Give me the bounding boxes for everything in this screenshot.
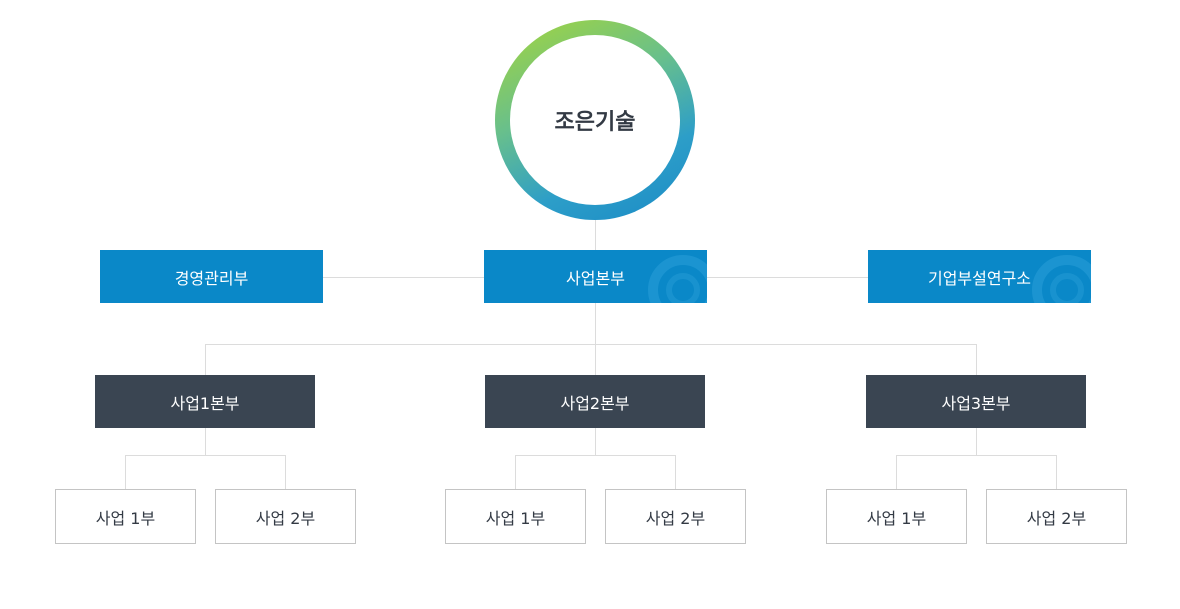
- dept-management-label: 경영관리부: [174, 268, 249, 288]
- dept-management: 경영관리부: [100, 250, 323, 303]
- division-1: 사업1본부: [95, 375, 315, 428]
- connector-hq-to-divisions: [595, 303, 596, 344]
- division-2: 사업2본부: [485, 375, 705, 428]
- division-3-label: 사업3본부: [941, 393, 1011, 413]
- division-2-label: 사업2본부: [560, 393, 630, 413]
- division-1-team-1: 사업 1부: [55, 489, 196, 544]
- division-2-team-1: 사업 1부: [445, 489, 586, 544]
- connector-division-1-left: [125, 455, 126, 489]
- connector-division-1-drop: [205, 344, 206, 375]
- team-label: 사업 2부: [255, 508, 316, 528]
- connector-division-3-branch: [896, 455, 1057, 456]
- connector-division-2-branch: [515, 455, 676, 456]
- logo-watermark-icon: [648, 255, 707, 303]
- logo-watermark-icon: [1032, 255, 1091, 303]
- connector-root-to-hq: [595, 218, 596, 250]
- connector-division-2-left: [515, 455, 516, 489]
- division-3-team-2: 사업 2부: [986, 489, 1127, 544]
- connector-division-3-right: [1056, 455, 1057, 489]
- connector-division-1-down: [205, 428, 206, 455]
- division-3: 사업3본부: [866, 375, 1086, 428]
- team-label: 사업 1부: [95, 508, 156, 528]
- connector-division-2-drop: [595, 344, 596, 375]
- dept-business-hq-label: 사업본부: [566, 268, 625, 288]
- team-label: 사업 1부: [485, 508, 546, 528]
- team-label: 사업 2부: [645, 508, 706, 528]
- connector-division-3-drop: [976, 344, 977, 375]
- dept-research-institute: 기업부설연구소: [868, 250, 1091, 303]
- division-1-team-2: 사업 2부: [215, 489, 356, 544]
- connector-division-2-right: [675, 455, 676, 489]
- team-label: 사업 1부: [866, 508, 927, 528]
- connector-divisions-horizontal: [205, 344, 977, 345]
- division-2-team-2: 사업 2부: [605, 489, 746, 544]
- connector-division-2-down: [595, 428, 596, 455]
- dept-research-institute-label: 기업부설연구소: [927, 268, 1032, 288]
- connector-division-3-left: [896, 455, 897, 489]
- dept-business-hq: 사업본부: [484, 250, 707, 303]
- root-node-inner: 조은기술: [510, 35, 680, 205]
- connector-division-1-right: [285, 455, 286, 489]
- division-3-team-1: 사업 1부: [826, 489, 967, 544]
- connector-division-3-down: [976, 428, 977, 455]
- team-label: 사업 2부: [1026, 508, 1087, 528]
- connector-division-1-branch: [125, 455, 286, 456]
- root-node-ring: 조은기술: [495, 20, 695, 220]
- division-1-label: 사업1본부: [170, 393, 240, 413]
- root-node-label: 조은기술: [554, 110, 636, 135]
